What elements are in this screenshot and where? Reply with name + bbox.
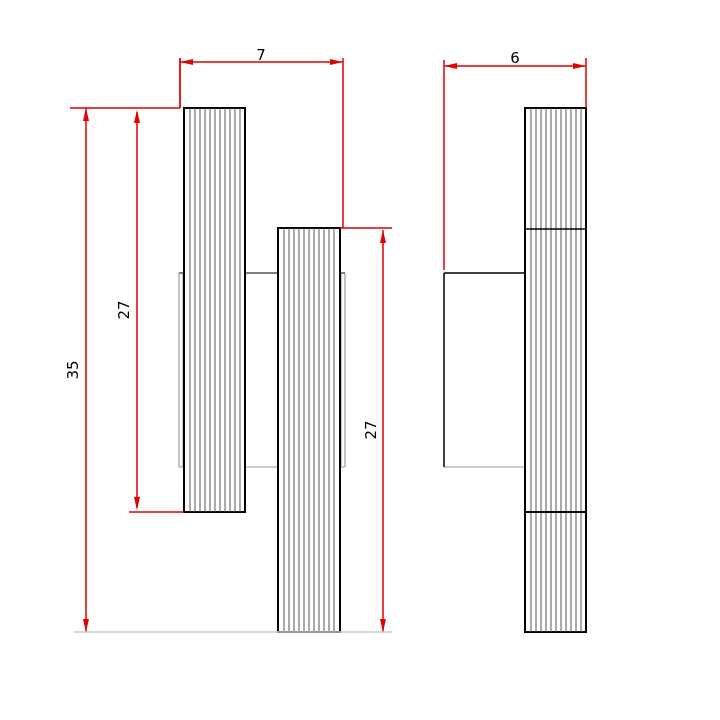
dimension-label-left-bar: 27: [115, 300, 133, 319]
dimension-label-top-width: 7: [256, 46, 266, 64]
side-fluted-bar: [524, 107, 587, 633]
dimension-label-overall-height: 35: [64, 360, 82, 379]
dimension-label-right-bar: 27: [362, 420, 380, 439]
dimension-overall-height: [70, 58, 181, 632]
dimension-side-width: [443, 58, 587, 270]
right-bar-flutes: [283, 228, 335, 632]
side-bar-flutes: [530, 108, 582, 632]
dimension-left-bar: [129, 110, 184, 513]
left-bar-flutes: [189, 108, 241, 512]
front-view: [178, 107, 346, 633]
dimension-right-bar: [340, 227, 392, 632]
right-fluted-bar: [277, 227, 341, 633]
side-view: [443, 107, 587, 633]
left-fluted-bar: [183, 107, 246, 513]
side-block: [443, 272, 525, 468]
dimension-label-side-width: 6: [510, 49, 520, 67]
dimension-lines: [70, 58, 587, 632]
